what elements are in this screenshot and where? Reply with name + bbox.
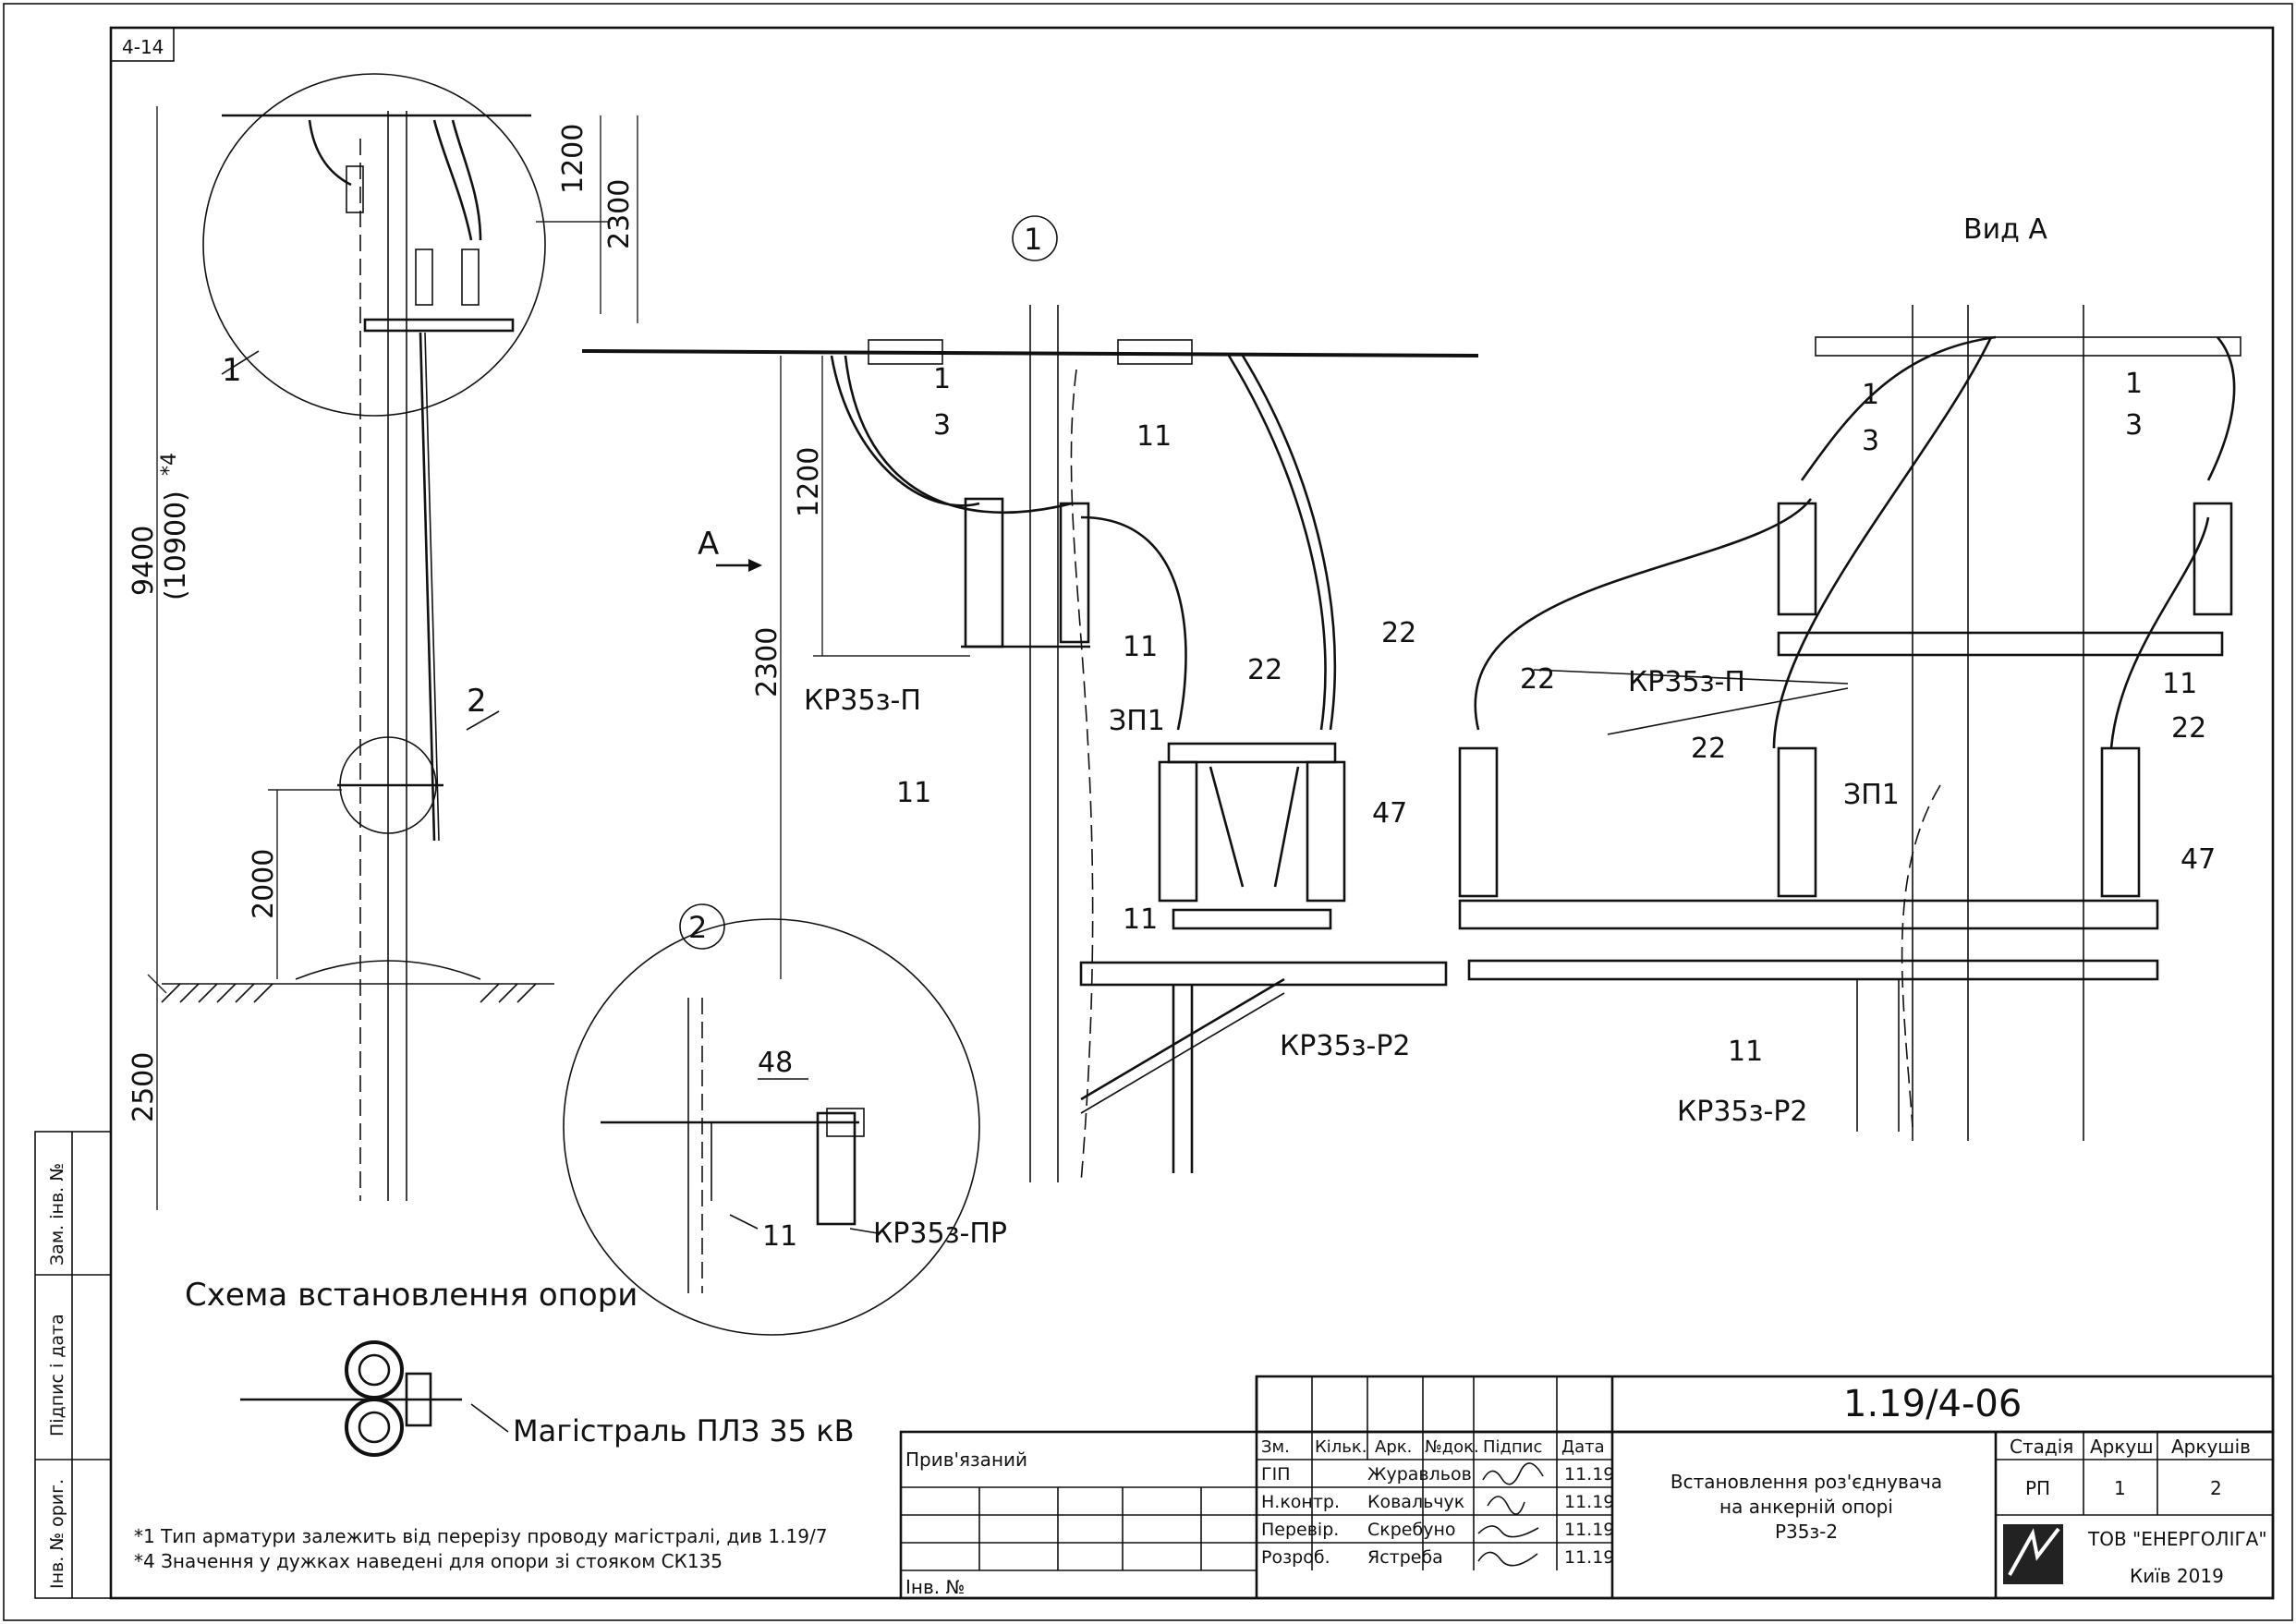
right-view-a <box>1458 305 2241 1141</box>
callout-22-center-a: 22 <box>1247 654 1282 686</box>
person-role-1: ГІП <box>1261 1464 1290 1485</box>
person-name-4: Ястреба <box>1367 1547 1443 1568</box>
person-date-4: 11.19 <box>1564 1547 1614 1568</box>
person-role-4: Розроб. <box>1261 1547 1330 1568</box>
description-line-1: Встановлення роз'єднувача <box>1670 1471 1942 1493</box>
sheet-code: 4-14 <box>122 36 164 58</box>
center-main-view <box>563 215 1479 1336</box>
signature-1 <box>1482 1462 1544 1485</box>
header-ark: Арк. <box>1375 1437 1412 1457</box>
note-1: *1 Тип арматури залежить від перерізу пр… <box>134 1525 827 1547</box>
side-sign: Підпис і дата <box>47 1314 67 1436</box>
callout-22-right-a: 22 <box>1520 663 1555 696</box>
stage-header: Стадія <box>2010 1436 2073 1458</box>
person-name-2: Ковальчук <box>1367 1492 1464 1512</box>
left-pole-view <box>147 73 638 1210</box>
doc-number: 1.19/4-06 <box>1843 1383 2022 1425</box>
signature-3 <box>1477 1525 1539 1538</box>
side-stamp: Зам. інв. № Підпис і дата Інв. № ориг. <box>34 1131 112 1599</box>
person-date-3: 11.19 <box>1564 1520 1614 1540</box>
header-ndok: №док. <box>1425 1437 1479 1457</box>
callout-11-center-b: 11 <box>1123 631 1158 663</box>
person-role-2: Н.контр. <box>1261 1492 1340 1512</box>
callout-11-center-a: 11 <box>1136 420 1172 453</box>
scheme-trunk-label: Магістраль ПЛЗ 35 кВ <box>513 1413 855 1448</box>
side-inv: Інв. № ориг. <box>47 1479 67 1589</box>
callout-1-right-a: 1 <box>1862 379 1879 411</box>
header-data: Дата <box>1561 1437 1605 1457</box>
sheets-value: 2 <box>2210 1477 2222 1499</box>
dim-2500: 2500 <box>128 1052 160 1122</box>
callout-48: 48 <box>758 1047 793 1079</box>
callout-3-right-a: 3 <box>1862 425 1879 457</box>
callout-1-detail: 1 <box>1024 222 1042 257</box>
title-block-grid <box>899 1375 2275 1600</box>
description-line-3: Р35з-2 <box>1775 1521 1838 1543</box>
note-4: *4 Значення у дужках наведені для опори … <box>134 1550 723 1572</box>
dim-note-star: *4 <box>158 453 181 476</box>
scheme-title: Схема встановлення опори <box>185 1277 638 1314</box>
callout-47-right: 47 <box>2181 843 2216 876</box>
callout-3-right-b: 3 <box>2125 409 2143 442</box>
sheet-value: 1 <box>2114 1477 2126 1499</box>
callout-1-center: 1 <box>933 363 951 395</box>
sheet-header: Аркуш <box>2090 1436 2154 1458</box>
dim-1200-left: 1200 <box>557 124 589 194</box>
dim-2300-center: 2300 <box>751 627 784 697</box>
label-zp1-center: ЗП1 <box>1109 705 1165 737</box>
callout-11-right-b: 11 <box>1728 1036 1763 1068</box>
header-kilk: Кільк. <box>1315 1437 1367 1457</box>
dim-2000: 2000 <box>248 849 280 919</box>
outer-frame <box>3 3 2293 1621</box>
label-kr-p-right: КР35з-П <box>1628 666 1745 698</box>
callout-11-detail: 11 <box>762 1220 797 1253</box>
callout-22-center-b: 22 <box>1381 617 1416 649</box>
callout-2-left: 2 <box>467 683 487 720</box>
sheet-code-box <box>110 27 175 62</box>
callout-11-center-d: 11 <box>1123 903 1158 936</box>
label-kr-r2-right: КР35з-Р2 <box>1677 1096 1808 1128</box>
person-role-3: Перевір. <box>1261 1520 1339 1540</box>
sheets-header: Аркушів <box>2171 1436 2251 1458</box>
label-zp1-right: ЗП1 <box>1843 779 1900 811</box>
label-kr-p-center: КР35з-П <box>804 685 921 717</box>
city-year: Київ 2019 <box>2130 1565 2224 1587</box>
person-date-1: 11.19 <box>1564 1464 1614 1485</box>
attached-label: Прив'язаний <box>905 1448 1027 1471</box>
callout-22-right-c: 22 <box>2171 712 2206 745</box>
dim-9400: 9400 <box>128 526 160 596</box>
callout-47-center: 47 <box>1372 797 1407 830</box>
description-line-2: на анкерній опорі <box>1719 1496 1893 1518</box>
scheme-symbol <box>240 1340 509 1457</box>
callout-1-left: 1 <box>222 352 242 389</box>
callout-2-detail: 2 <box>688 910 707 945</box>
label-kr-r2-center: КР35з-Р2 <box>1280 1030 1411 1062</box>
stage-value: РП <box>2025 1477 2050 1499</box>
dim-2300-left: 2300 <box>603 179 636 249</box>
header-pidpys: Підпис <box>1483 1437 1542 1457</box>
person-date-2: 11.19 <box>1564 1492 1614 1512</box>
company-name: ТОВ "ЕНЕРГОЛІГА" <box>2087 1528 2267 1550</box>
signature-4 <box>1477 1551 1538 1567</box>
signature-2 <box>1487 1496 1525 1515</box>
inner-frame <box>109 26 2275 1600</box>
callout-1-right-b: 1 <box>2125 368 2143 400</box>
dim-1200-center: 1200 <box>793 447 825 517</box>
person-name-1: Журавльов <box>1367 1464 1472 1485</box>
callout-11-center-c: 11 <box>896 777 931 809</box>
side-zam: Зам. інв. № <box>47 1163 67 1266</box>
person-name-3: Скребуно <box>1367 1520 1456 1540</box>
header-zm: Зм. <box>1261 1437 1290 1457</box>
label-kr-pr: КР35з-ПР <box>873 1218 1007 1250</box>
callout-11-right-a: 11 <box>2162 668 2197 700</box>
inv-no-label: Інв. № <box>905 1576 965 1598</box>
callout-22-right-b: 22 <box>1691 733 1726 765</box>
view-a-title: Вид А <box>1963 213 2047 246</box>
arrow-a-label: А <box>698 526 719 563</box>
callout-3-center: 3 <box>933 409 951 442</box>
dim-10900: (10900) <box>160 491 192 600</box>
